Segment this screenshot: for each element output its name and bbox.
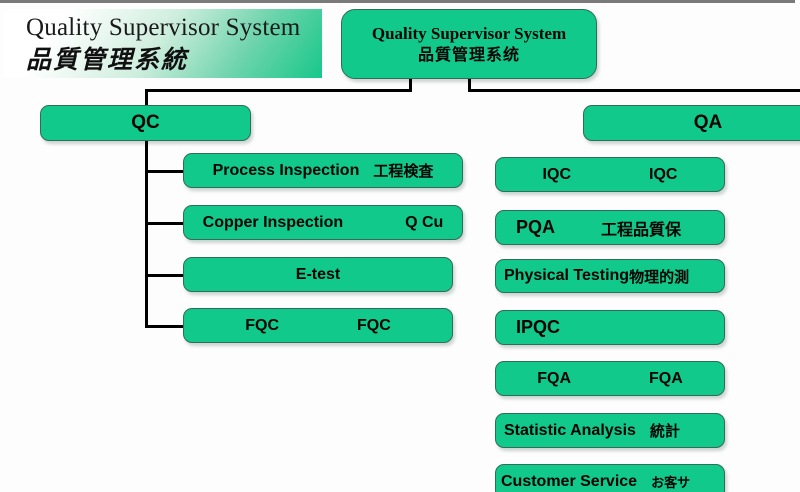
- connector-bus-right: [468, 89, 800, 92]
- node-customer-service-label-en: Customer Service: [501, 472, 638, 490]
- node-physical-testing[interactable]: Physical Testing 物理的測: [495, 259, 725, 293]
- node-ipqc-label: IPQC: [516, 317, 561, 337]
- branch-header-qa-label: QA: [693, 112, 723, 133]
- slide-title-banner: Quality Supervisor System 品質管理系統: [4, 9, 322, 78]
- slide-title-english: Quality Supervisor System: [26, 14, 301, 41]
- node-process-inspection-label-en: Process Inspection: [212, 161, 360, 179]
- node-statistic-analysis-label-en: Statistic Analysis: [504, 421, 636, 439]
- node-copper-inspection-label-code: Q Cu: [405, 213, 444, 231]
- connector-qc-trunk: [145, 141, 148, 328]
- branch-header-qc-label: QC: [131, 112, 160, 133]
- node-physical-testing-label-cjk: 物理的測: [629, 267, 690, 286]
- node-iqc-label-code: IQC: [649, 165, 678, 183]
- branch-header-qc[interactable]: QC: [40, 105, 251, 141]
- connector-qc-branch-4: [145, 325, 185, 328]
- node-iqc-label-en: IQC: [542, 165, 571, 183]
- node-pqa-label-cjk: 工程品質保: [601, 219, 682, 239]
- node-e-test-label: E-test: [295, 265, 341, 283]
- node-ipqc[interactable]: IPQC: [495, 310, 725, 345]
- node-fqc-label-en: FQC: [245, 316, 279, 334]
- node-fqa-label-code: FQA: [649, 369, 683, 387]
- node-physical-testing-label-en: Physical Testing: [504, 267, 630, 284]
- node-pqa-label-en: PQA: [516, 217, 556, 237]
- node-customer-service[interactable]: Customer Service お客サ: [495, 464, 725, 492]
- node-fqa-label-en: FQA: [537, 369, 571, 387]
- node-statistic-analysis[interactable]: Statistic Analysis 統計: [495, 413, 725, 448]
- connector-qc-branch-3: [145, 274, 185, 277]
- slide-title-chinese: 品質管理系統: [26, 45, 189, 74]
- node-iqc[interactable]: IQC IQC: [495, 157, 725, 192]
- node-fqa[interactable]: FQA FQA: [495, 361, 725, 396]
- node-fqc[interactable]: FQC FQC: [183, 308, 453, 343]
- node-fqc-label-code: FQC: [357, 316, 391, 334]
- node-copper-inspection-label-en: Copper Inspection: [202, 213, 344, 231]
- connector-to-qc-header: [145, 89, 148, 107]
- connector-root-stub-left: [409, 79, 412, 92]
- node-process-inspection-label-cjk: 工程検査: [373, 162, 434, 180]
- node-process-inspection[interactable]: Process Inspection 工程検査: [183, 153, 463, 188]
- connector-root-stub-right: [468, 79, 471, 92]
- node-copper-inspection[interactable]: Copper Inspection Q Cu: [183, 205, 463, 240]
- root-node-label-chinese: 品質管理系统: [417, 45, 520, 64]
- connector-bus-left: [145, 89, 412, 92]
- node-statistic-analysis-label-cjk: 統計: [649, 422, 680, 440]
- root-node-label-english: Quality Supervisor System: [371, 24, 567, 43]
- root-node-quality-supervisor-system[interactable]: Quality Supervisor System 品質管理系统: [341, 9, 597, 79]
- connector-qc-branch-2: [145, 222, 185, 225]
- branch-header-qa[interactable]: QA: [583, 105, 800, 141]
- node-e-test[interactable]: E-test: [183, 257, 453, 292]
- node-pqa[interactable]: PQA 工程品質保: [495, 210, 725, 245]
- connector-qc-branch-1: [145, 170, 185, 173]
- top-divider-strip: [0, 0, 795, 3]
- node-customer-service-label-cjk: お客サ: [651, 476, 691, 491]
